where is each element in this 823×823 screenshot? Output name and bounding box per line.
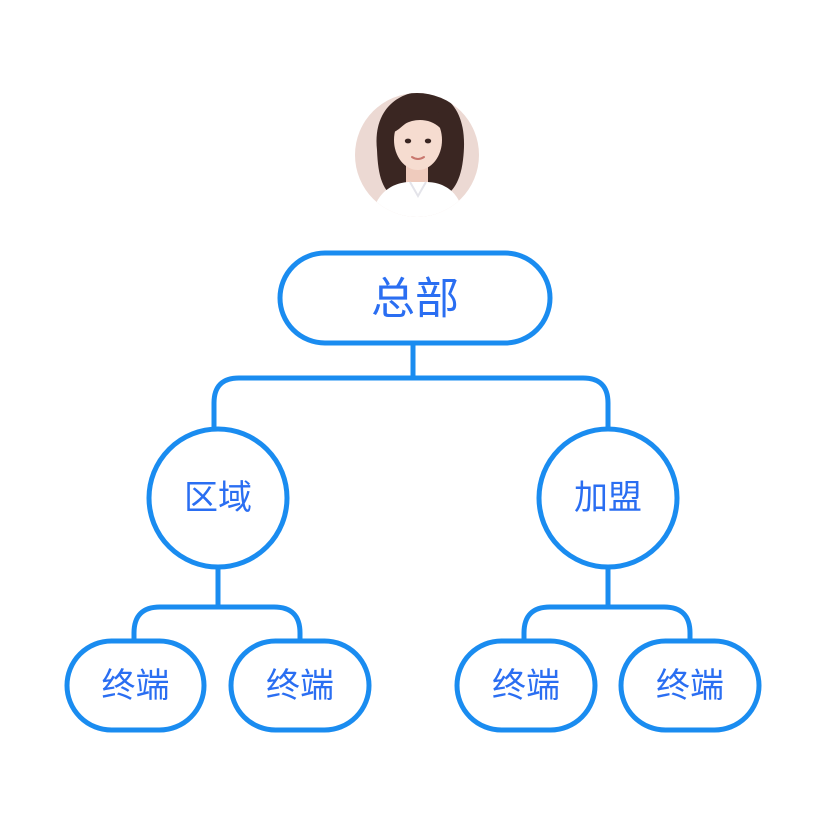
node-franchise-terminal-2-shape — [618, 638, 762, 733]
edge-regional-to-terminal-1 — [131, 564, 221, 644]
node-franchise-shape — [536, 426, 680, 570]
avatar-eye-right — [424, 138, 432, 144]
node-regional-terminal-2-shape — [228, 638, 372, 733]
edge-regional-to-terminal-2 — [215, 604, 303, 644]
node-franchise-label: 加盟 — [574, 478, 642, 518]
node-franchise-terminal-2: 终端 — [618, 638, 762, 733]
avatar-face — [394, 110, 442, 170]
edge-root-to-regional — [211, 340, 416, 433]
node-regional-terminal-2-label: 终端 — [266, 666, 334, 706]
avatar-mouth — [411, 156, 425, 160]
node-franchise-terminal-1: 终端 — [454, 638, 598, 733]
edge-franchise-to-terminal-2 — [605, 604, 693, 644]
node-root-label: 总部 — [371, 274, 459, 325]
node-franchise-terminal-2-label: 终端 — [656, 666, 724, 706]
node-regional-terminal-1-shape — [64, 638, 207, 733]
node-regional-label: 区域 — [184, 478, 252, 518]
node-regional-terminal-2: 终端 — [228, 638, 372, 733]
edge-franchise-to-terminal-1 — [521, 564, 611, 644]
avatar-fringe — [393, 105, 444, 132]
node-regional: 区域 — [146, 426, 290, 570]
person-avatar-icon — [355, 93, 479, 217]
avatar-shirt — [372, 182, 464, 217]
node-franchise: 加盟 — [536, 426, 680, 570]
node-root-shape — [277, 250, 553, 346]
avatar-collar — [409, 181, 427, 199]
edge-root-to-franchise — [410, 375, 611, 433]
avatar-eye-left — [404, 138, 412, 144]
node-regional-terminal-1: 终端 — [64, 638, 207, 733]
node-franchise-terminal-1-shape — [454, 638, 598, 733]
node-regional-shape — [146, 426, 290, 570]
node-root: 总部 — [277, 250, 553, 346]
node-franchise-terminal-1-label: 终端 — [492, 666, 560, 706]
node-regional-terminal-1-label: 终端 — [102, 666, 170, 706]
